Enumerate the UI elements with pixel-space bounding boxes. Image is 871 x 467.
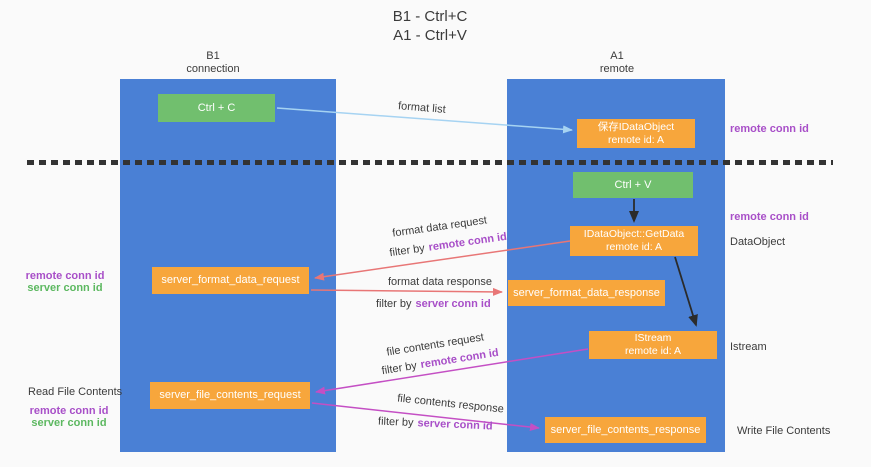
filter-by-text: filter by [380, 359, 418, 378]
node-istream-line1: IStream [634, 332, 672, 344]
remote-conn-id-right-top: remote conn id [730, 123, 809, 135]
server-conn-id-left-2: server conn id [31, 417, 107, 429]
node-save-idataobject-line1: 保存IDataObject [597, 120, 675, 133]
node-ctrl-v: Ctrl + V [573, 172, 693, 198]
remote-conn-id-text: remote conn id [427, 230, 508, 254]
title-line-1: B1 - Ctrl+C [392, 8, 468, 25]
filter-by-text: filter by [388, 242, 426, 260]
node-ctrl-c-label: Ctrl + C [197, 101, 236, 114]
title-line-2: A1 - Ctrl+V [393, 27, 467, 44]
server-conn-id-text: server conn id [417, 417, 493, 433]
dashed-divider [27, 160, 833, 165]
node-server-file-contents-request-label: server_file_contents_request [159, 389, 301, 401]
lifeline-a1-subtitle: remote [599, 63, 635, 75]
server-conn-id-left-1: server conn id [27, 282, 103, 294]
node-istream-line2: remote id: A [624, 345, 682, 357]
remote-conn-id-left-1: remote conn id [25, 270, 105, 282]
node-server-format-data-response-label: server_format_data_response [513, 286, 660, 299]
node-save-idataobject: 保存IDataObject remote id: A [577, 119, 695, 148]
node-server-file-contents-request: server_file_contents_request [150, 382, 310, 409]
filter-by-text: filter by [377, 415, 414, 430]
lifeline-a1-title: A1 [610, 50, 624, 62]
lifeline-b1-header: B1 connection [133, 50, 293, 76]
diagram-title: B1 - Ctrl+C A1 - Ctrl+V [330, 7, 530, 45]
node-server-format-data-request-label: server_format_data_request [161, 274, 300, 286]
node-getdata-line1: IDataObject::GetData [583, 228, 685, 240]
node-server-file-contents-response: server_file_contents_response [545, 417, 706, 443]
node-server-format-data-request: server_format_data_request [152, 267, 309, 294]
server-conn-id-text: server conn id [415, 298, 491, 310]
node-getdata-line2: remote id: A [605, 241, 663, 253]
lifeline-b1-title: B1 [206, 50, 220, 62]
read-file-contents-label: Read File Contents [28, 386, 123, 398]
node-idataobject-getdata: IDataObject::GetData remote id: A [570, 226, 698, 256]
dataobject-label: DataObject [730, 236, 786, 248]
filter-by-text: filter by [376, 298, 412, 310]
format-list-label: format list [397, 100, 447, 116]
file-contents-response-label: file contents response [396, 392, 505, 416]
node-server-file-contents-response-label: server_file_contents_response [550, 423, 701, 436]
node-ctrl-c: Ctrl + C [158, 94, 275, 122]
node-save-idataobject-line2: remote id: A [607, 133, 665, 146]
node-istream: IStream remote id: A [589, 331, 717, 359]
lifeline-a1-header: A1 remote [537, 50, 697, 76]
istream-side-label: Istream [730, 341, 767, 353]
write-file-contents-label: Write File Contents [737, 425, 831, 437]
remote-conn-id-right-mid: remote conn id [730, 211, 809, 223]
lifeline-b1-subtitle: connection [186, 63, 240, 75]
node-ctrl-v-label: Ctrl + V [614, 178, 652, 191]
format-data-response-label: format data response [388, 276, 492, 288]
node-server-format-data-response: server_format_data_response [508, 280, 665, 306]
remote-conn-id-left-2: remote conn id [29, 405, 109, 417]
format-data-response-arrow [310, 287, 503, 296]
